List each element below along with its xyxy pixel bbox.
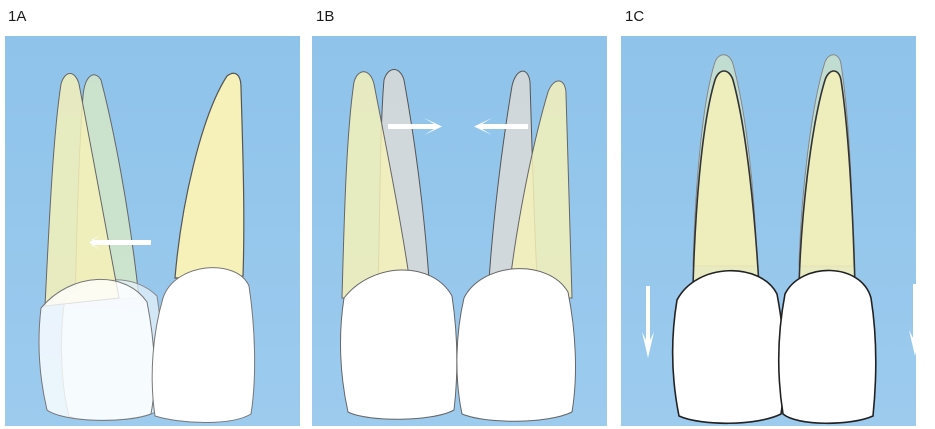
tooth-1b-right-crown <box>457 269 576 422</box>
panel-1c-illustration <box>621 36 916 426</box>
tooth-1c-left-crown <box>673 271 785 424</box>
tooth-1a-right-crown <box>152 268 254 423</box>
panel-1b <box>312 36 607 426</box>
panel-label-1c: 1C <box>625 8 644 25</box>
arrow-down-icon <box>909 284 916 356</box>
panel-label-1b: 1B <box>316 8 334 25</box>
panel-label-1a: 1A <box>8 8 26 25</box>
arrow-down-icon <box>642 286 654 358</box>
tooth-1c-right-root <box>799 71 855 286</box>
tooth-1c-left-root <box>693 71 759 286</box>
tooth-1a-right-root <box>175 73 244 278</box>
panel-1c <box>621 36 916 426</box>
panel-1b-illustration <box>312 36 607 426</box>
panel-1a-illustration <box>5 36 300 426</box>
tooth-1a-left-crown <box>39 279 154 420</box>
tooth-1c-right-crown <box>779 270 876 423</box>
panel-1a <box>5 36 300 426</box>
tooth-1b-left-crown <box>341 270 457 419</box>
